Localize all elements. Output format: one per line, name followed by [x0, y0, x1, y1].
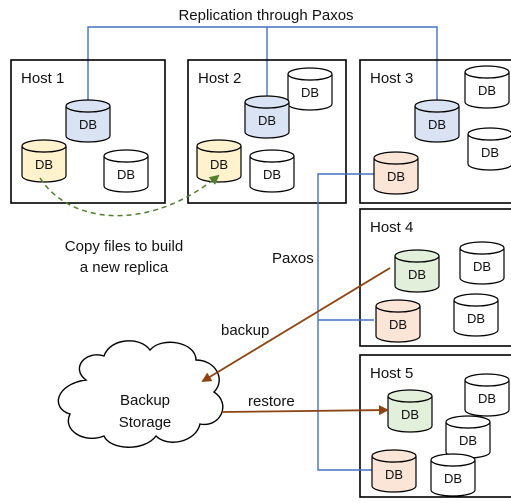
copy-files-label-line1: Copy files to build	[65, 238, 183, 255]
db-label: DB	[210, 157, 228, 172]
restore-label: restore	[248, 393, 295, 410]
db-label: DB	[459, 433, 477, 448]
db-label: DB	[263, 167, 281, 182]
paxos-group-lines	[317, 173, 374, 471]
db-host2-blue: DB	[244, 95, 290, 139]
copy-files-label-line2: a new replica	[80, 259, 169, 276]
host-4-label: Host 4	[370, 219, 413, 236]
db-label: DB	[301, 85, 319, 100]
db-label: DB	[478, 83, 496, 98]
host-2-label: Host 2	[198, 70, 241, 87]
db-host3-white: DB	[467, 127, 511, 171]
db-host5-green: DB	[387, 389, 433, 433]
database-cylinders: DB DB DB DB DB DB DB DB DB DB DB DB DB DB DB DB DB DB DB DB	[21, 65, 511, 497]
db-label: DB	[389, 317, 407, 332]
db-host1-blue: DB	[65, 99, 111, 143]
host-4-box	[359, 208, 511, 347]
db-label: DB	[428, 117, 446, 132]
storage-label-line1: Backup	[120, 392, 170, 409]
backup-label: backup	[221, 322, 269, 339]
host-3-box	[359, 59, 511, 204]
backup-storage-cloud	[57, 340, 224, 448]
db-label: DB	[481, 145, 499, 160]
db-label: DB	[258, 113, 276, 128]
diagram-title: Replication through Paxos	[178, 7, 353, 24]
db-label: DB	[401, 407, 419, 422]
db-label: DB	[385, 467, 403, 482]
host-3-label: Host 3	[370, 70, 413, 87]
db-host5-red: DB	[371, 449, 417, 493]
db-label: DB	[387, 169, 405, 184]
host-5-box	[359, 354, 511, 498]
host-5-label: Host 5	[370, 365, 413, 382]
db-label: DB	[408, 267, 426, 282]
db-host4-white: DB	[453, 293, 499, 337]
db-label: DB	[467, 311, 485, 326]
db-label: DB	[444, 471, 462, 486]
db-label: DB	[79, 117, 97, 132]
db-label: DB	[117, 167, 135, 182]
db-label: DB	[473, 259, 491, 274]
db-label: DB	[478, 391, 496, 406]
db-host2-white: DB	[249, 149, 295, 193]
host-1-label: Host 1	[21, 70, 64, 87]
db-host5-white: DB	[445, 415, 491, 459]
db-host1-yellow: DB	[21, 139, 67, 183]
storage-label-line2: Storage	[119, 414, 172, 431]
host-2-box	[187, 59, 347, 204]
db-host3-white-top: DB	[464, 65, 510, 109]
backup-arrow	[201, 267, 391, 383]
db-host4-green: DB	[394, 249, 440, 293]
db-host5-white-bottom: DB	[430, 453, 476, 497]
copy-files-arrow	[39, 174, 220, 217]
db-host1-white: DB	[103, 149, 149, 193]
db-host5-white-top: DB	[464, 373, 510, 417]
db-host2-yellow: DB	[196, 139, 242, 183]
db-host2-white-top: DB	[287, 67, 333, 111]
paxos-replication-lines	[87, 26, 438, 108]
paxos-label: Paxos	[272, 250, 314, 267]
db-label: DB	[35, 157, 53, 172]
db-host4-white-top: DB	[459, 241, 505, 285]
host-1-box	[10, 59, 166, 204]
db-host3-red: DB	[373, 151, 419, 195]
db-host4-red: DB	[375, 299, 421, 343]
restore-arrow	[221, 405, 389, 416]
db-host3-blue: DB	[414, 99, 460, 143]
